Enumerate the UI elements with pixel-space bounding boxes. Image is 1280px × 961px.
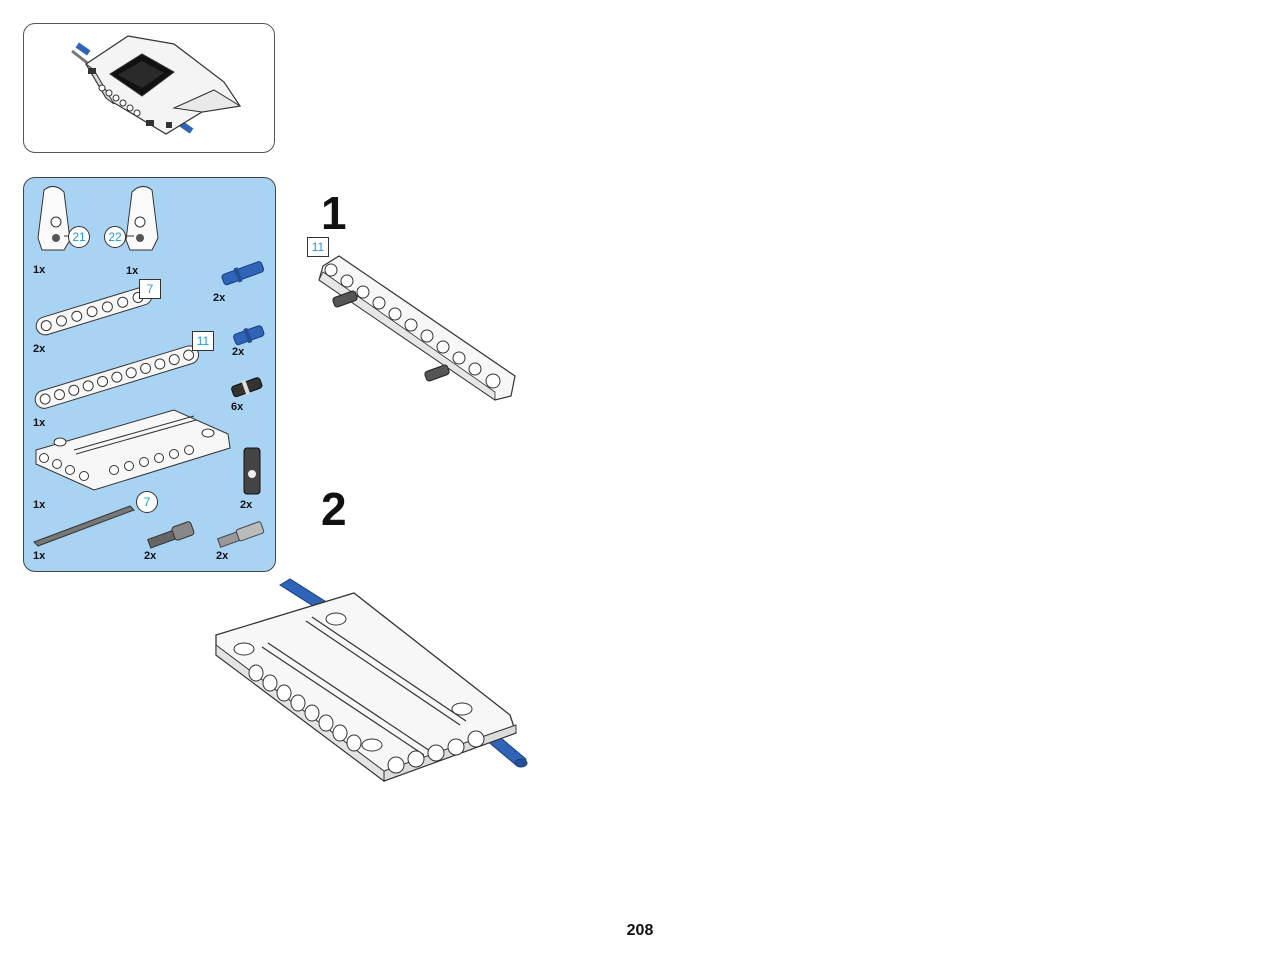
qty-axle-pin-light: 2x xyxy=(216,550,229,562)
blue-axle-pin-icon xyxy=(221,261,265,286)
beam-11-icon xyxy=(34,345,200,409)
page-number: 208 xyxy=(626,922,654,939)
flat-panel-icon xyxy=(35,409,231,491)
cross-block-icon xyxy=(243,447,261,495)
assembly-preview-image xyxy=(71,35,242,135)
qty-friction-pin: 6x xyxy=(231,401,244,413)
qty-blue-pin: 2x xyxy=(232,346,245,358)
qty-panel-left: 1x xyxy=(33,264,46,276)
axle-pin-light-icon xyxy=(216,521,265,548)
qty-flat-panel: 1x xyxy=(33,499,46,511)
parts-illustrations xyxy=(33,186,265,549)
preview-box xyxy=(23,23,275,153)
beam-7-length: 7 xyxy=(139,279,161,299)
step-1-length-callout: 11 xyxy=(307,237,329,257)
step-1-number: 1 xyxy=(321,187,347,239)
axle-7-length: 7 xyxy=(136,491,158,513)
step-2-model xyxy=(215,578,528,782)
axle-pin-icon xyxy=(147,521,195,549)
qty-cross-block: 2x xyxy=(240,499,253,511)
qty-beam-7: 2x xyxy=(33,343,46,355)
callout-21: 21 xyxy=(68,226,90,248)
panel-left-icon xyxy=(37,186,71,251)
step-2-number: 2 xyxy=(321,483,347,535)
beam-11-length: 11 xyxy=(192,331,214,351)
beam-7-icon xyxy=(35,286,153,336)
blue-pin-icon xyxy=(233,325,265,346)
callout-22: 22 xyxy=(104,226,126,248)
qty-blue-axle-pin: 2x xyxy=(213,292,226,304)
axle-7-icon xyxy=(33,505,135,547)
panel-right-icon xyxy=(125,186,159,251)
qty-axle-pin: 2x xyxy=(144,550,157,562)
step-1-model xyxy=(318,255,516,401)
qty-panel-right: 1x xyxy=(126,265,139,277)
qty-beam-11: 1x xyxy=(33,417,46,429)
parts-list: 21 22 7 11 7 1x 1x 2x 2x 2x 1x 6x 1x 2x … xyxy=(23,177,276,572)
qty-axle-7: 1x xyxy=(33,550,46,562)
friction-pin-icon xyxy=(231,377,263,398)
